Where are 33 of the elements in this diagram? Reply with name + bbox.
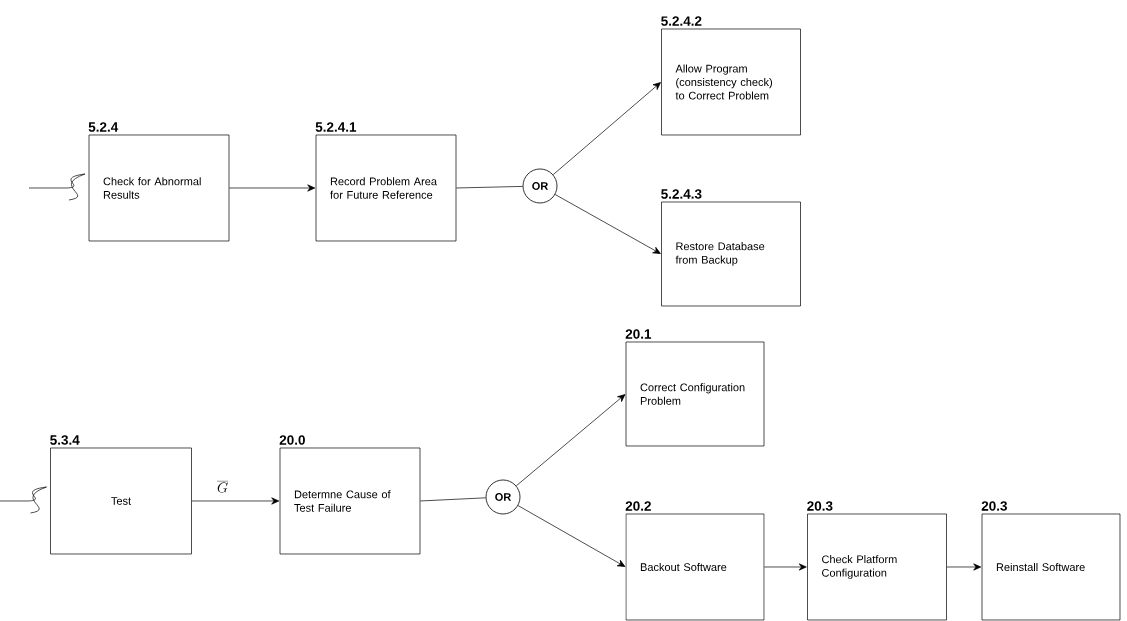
break-line [28,173,86,201]
node-label: 5.2.4 [88,122,119,132]
connector-line [420,497,486,502]
break-line [0,486,47,514]
process-box: Determne Cause of Test Failure 20.0 [279,435,421,555]
node-label: 5.2.4.1 [315,122,357,132]
arrow [517,505,626,567]
arrow [554,194,661,254]
edge-label: $\overline{G}$ [217,481,229,493]
process-box: Correct Configuration Problem 20.1 [625,329,765,447]
process-box: Restore Database from Backup 5.2.4.3 [661,189,801,307]
arrow [229,184,316,192]
node-label: 5.3.4 [50,435,80,445]
node-label: 20.3 [981,501,1007,511]
connector-line [456,186,523,189]
node-label: 20.0 [279,435,305,445]
process-box: Allow Program (consistency check) to Correct Problem 5.2.4.2 [661,16,801,136]
arrow [946,563,982,571]
process-box: Backout Software 20.2 [625,501,765,621]
arrow [191,497,280,505]
process-box: Record Problem Area for Future Reference 5.2.4.1 [315,122,457,242]
process-box: Check Platform Configuration 20.3 [807,501,947,621]
process-box: Check for Abnormal Results 5.2.4 [88,122,230,242]
node-label: 20.3 [807,501,833,511]
arrow [552,82,661,175]
node-label: 5.2.4.3 [661,189,702,199]
process-box: Reinstall Software 20.3 [981,501,1121,621]
node-label: 5.2.4.2 [661,16,702,26]
arrow [516,394,626,487]
arrow [764,563,807,571]
process-box: Test 5.3.4 [50,435,192,555]
node-label: 20.1 [625,329,652,339]
node-label: 20.2 [625,501,651,511]
